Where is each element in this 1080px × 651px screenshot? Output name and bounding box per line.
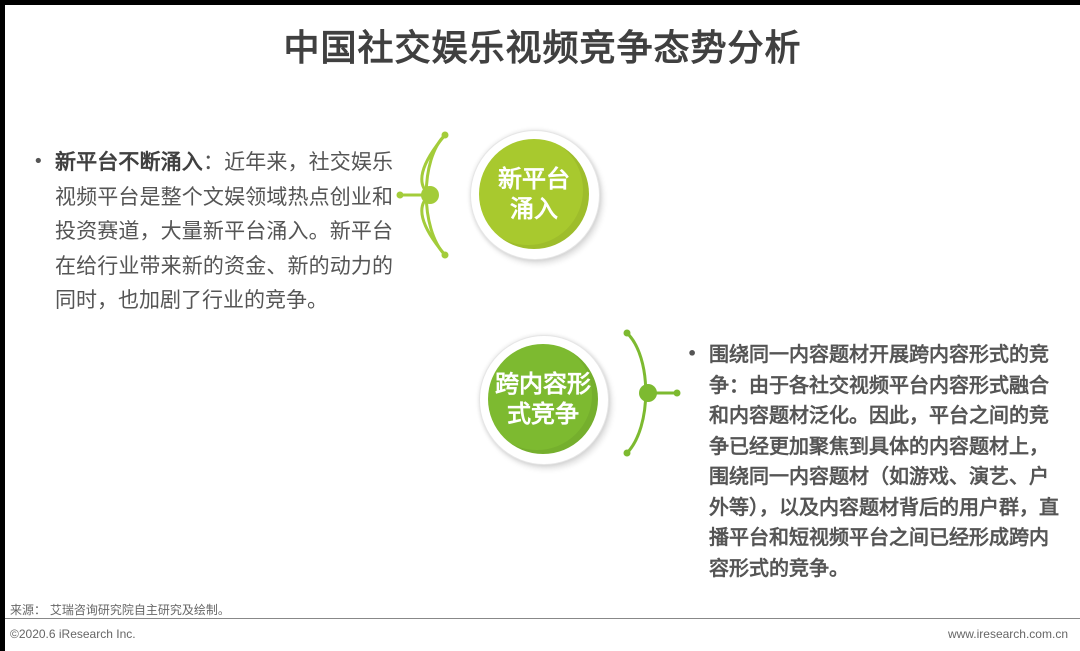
bullet-icon: •: [33, 151, 44, 172]
website-url: www.iresearch.com.cn: [947, 627, 1068, 641]
new-platform-circle: 新平台 涌入: [479, 139, 589, 249]
connector-bracket-left-icon: [396, 131, 449, 259]
slide: 中国社交娱乐视频竞争态势分析 • 新平台不断涌入：近年来，社交娱乐视频平台是整个…: [5, 5, 1080, 651]
bullet-icon: •: [687, 344, 698, 363]
point-cross-format-text: • 围绕同一内容题材开展跨内容形式的竞争：由于各社交视频平台内容形式融合和内容题…: [687, 339, 1059, 583]
copyright: ©2020.6 iResearch Inc.: [10, 627, 136, 641]
point-heading: 新平台不断涌入: [55, 150, 203, 174]
point-new-platforms-text: • 新平台不断涌入：近年来，社交娱乐视频平台是整个文娱领域热点创业和投资赛道，大…: [33, 145, 393, 318]
point-separator: ：: [202, 150, 225, 174]
connector-bracket-right-icon: [623, 329, 681, 457]
source-note: 来源： 艾瑞咨询研究院自主研究及绘制。: [10, 603, 230, 617]
page-title: 中国社交娱乐视频竞争态势分析: [283, 28, 802, 69]
point-body: 围绕同一内容题材开展跨内容形式的竞争：由于各社交视频平台内容形式融合和内容题材泛…: [709, 342, 1059, 580]
cross-format-circle: 跨内容形 式竞争: [488, 344, 598, 454]
footer-divider: [5, 618, 1080, 619]
point-body: 近年来，社交娱乐视频平台是整个文娱领域热点创业和投资赛道，大量新平台涌入。新平台…: [55, 150, 394, 312]
